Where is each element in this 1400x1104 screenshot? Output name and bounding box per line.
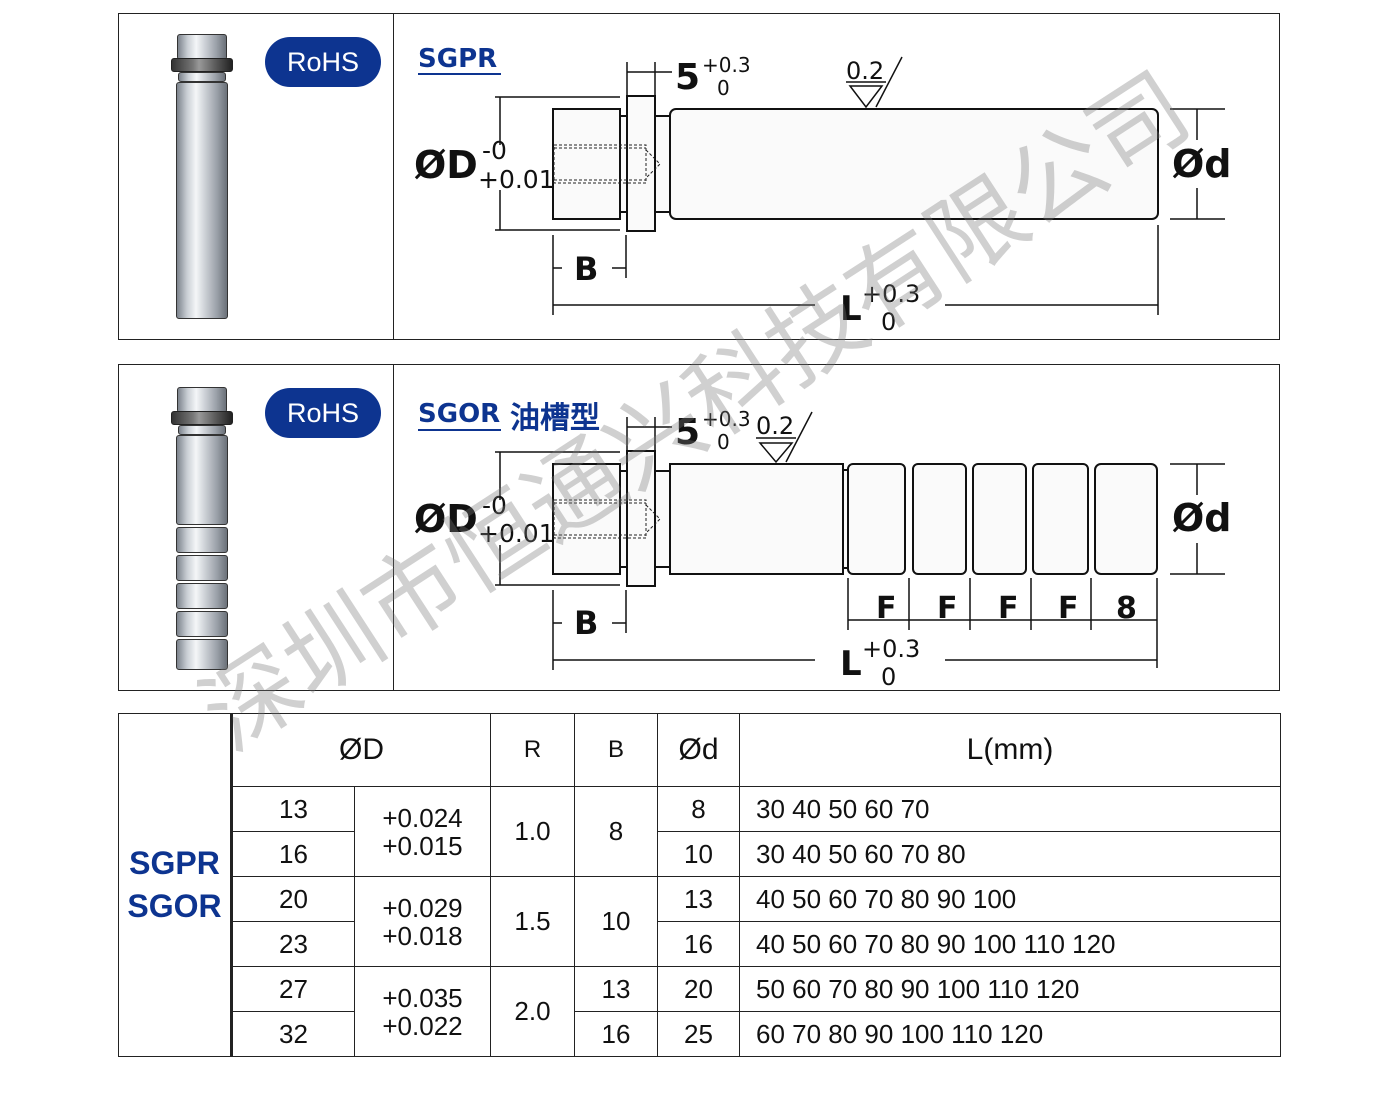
cell-d: 8: [657, 786, 740, 832]
dim-d-label: Ød: [1172, 142, 1232, 186]
dim-L-label: L: [840, 644, 862, 684]
dim-flange-lower: 0: [717, 430, 730, 454]
cell-L: 30 40 50 60 70: [739, 786, 1281, 832]
dim-flange-upper: +0.3: [702, 53, 751, 77]
cell-B: 16: [574, 1011, 658, 1057]
header-B: B: [574, 713, 658, 787]
table-row: 20 +0.029+0.018 1.5 10 13 40 50 60 70 80…: [119, 876, 1281, 967]
panel-divider: [393, 365, 394, 690]
dim-L-lower: 0: [881, 308, 896, 336]
table-row: 32 16 25 60 70 80 90 100 110 120: [119, 1011, 1281, 1057]
dim-D-label: ØD: [414, 497, 478, 541]
dim-D-lower: +0.01: [478, 519, 555, 548]
table-row: 13 +0.024+0.015 1.0 8 8 30 40 50 60 70: [119, 786, 1281, 877]
cell-d: 10: [657, 831, 740, 877]
roughness-symbol: [848, 85, 884, 109]
sgor-drawing: SGOR 油槽型 0.2 ØD -0 +0.01 5 +0.3 0 Ød B: [414, 399, 1232, 691]
cell-d: 25: [657, 1011, 740, 1057]
dim-F-label: F: [876, 591, 897, 626]
spec-table: SGPR SGOR ØD R B Ød L(mm) 13 +0.024+0.01…: [118, 713, 1281, 1057]
cell-L: 30 40 50 60 70 80: [739, 831, 1281, 877]
cell-tolerance: +0.029+0.018: [354, 876, 491, 967]
cell-tolerance: +0.024+0.015: [354, 786, 491, 877]
sgpr-panel: RoHS: [118, 13, 1280, 340]
cell-B: 8: [574, 786, 658, 877]
sgor-pin-image: [171, 387, 233, 670]
roughness-label: 0.2: [846, 57, 884, 85]
header-L: L(mm): [739, 713, 1281, 787]
technical-drawings: SGPR 0.2 ØD -0 +0.01 5 +0.3 0 Ød B L +0.…: [414, 44, 1232, 691]
header-D: ØD: [231, 713, 491, 787]
cell-D: 16: [231, 831, 355, 877]
sgpr-title: SGPR: [418, 44, 497, 74]
cell-D: 27: [231, 966, 355, 1012]
cell-D: 32: [231, 1011, 355, 1057]
cell-L: 50 60 70 80 90 100 110 120: [739, 966, 1281, 1012]
cell-L: 40 50 60 70 80 90 100: [739, 876, 1281, 922]
series-sgpr: SGPR: [129, 845, 220, 881]
dim-L-label: L: [840, 289, 862, 329]
cell-D: 20: [231, 876, 355, 922]
cell-tolerance: +0.035+0.022: [354, 966, 491, 1057]
cell-d: 16: [657, 921, 740, 967]
dim-flange-label: 5: [675, 57, 700, 98]
cell-R: 1.0: [490, 786, 575, 877]
roughness-label: 0.2: [756, 412, 794, 440]
dim-D-upper: -0: [482, 136, 507, 165]
cell-D: 23: [231, 921, 355, 967]
grooved-shaft: [669, 463, 1158, 575]
cell-B: 13: [574, 966, 658, 1012]
dim-B-label: B: [574, 250, 598, 288]
table-row: 23 16 40 50 60 70 80 90 100 110 120: [119, 921, 1281, 967]
dim-flange-label: 5: [675, 412, 700, 453]
dim-flange-lower: 0: [717, 76, 730, 100]
cell-L: 60 70 80 90 100 110 120: [739, 1011, 1281, 1057]
dim-F-label: F: [1058, 591, 1079, 626]
header-d: Ød: [657, 713, 740, 787]
dim-L-lower: 0: [881, 663, 896, 691]
series-sgor: SGOR: [127, 888, 222, 924]
sgpr-pin-image: [171, 34, 233, 319]
dim-D-upper: -0: [482, 491, 507, 520]
dim-d-label: Ød: [1172, 496, 1232, 540]
sgor-title: SGOR: [418, 399, 500, 429]
dim-end-label: 8: [1116, 591, 1137, 626]
table-row: 16 10 30 40 50 60 70 80: [119, 831, 1281, 877]
panel-divider: [393, 14, 394, 339]
header-R: R: [490, 713, 575, 787]
sgor-subtitle: 油槽型: [510, 401, 600, 436]
dim-D-lower: +0.01: [478, 165, 555, 194]
dim-F-label: F: [998, 591, 1019, 626]
cell-B: 10: [574, 876, 658, 967]
rohs-badge: RoHS: [265, 388, 381, 438]
dim-L-upper: +0.3: [862, 635, 920, 663]
dim-D-label: ØD: [414, 143, 478, 187]
table-row: 27 +0.035+0.022 2.0 13 20 50 60 70 80 90…: [119, 966, 1281, 1057]
dim-F-label: F: [937, 591, 958, 626]
dim-flange-upper: +0.3: [702, 407, 751, 431]
rohs-badge: RoHS: [265, 37, 381, 87]
cell-R: 2.0: [490, 966, 575, 1057]
cell-R: 1.5: [490, 876, 575, 967]
cell-L: 40 50 60 70 80 90 100 110 120: [739, 921, 1281, 967]
cell-d: 13: [657, 876, 740, 922]
cell-D: 13: [231, 786, 355, 832]
cell-d: 20: [657, 966, 740, 1012]
pin-shaft: [669, 108, 1159, 220]
sgor-panel: RoHS: [118, 364, 1280, 691]
sgpr-drawing: SGPR 0.2 ØD -0 +0.01 5 +0.3 0 Ød B L +0.…: [414, 44, 1232, 336]
dim-B-label: B: [574, 604, 598, 642]
series-cell: SGPR SGOR: [118, 713, 233, 1057]
dim-L-upper: +0.3: [862, 280, 920, 308]
